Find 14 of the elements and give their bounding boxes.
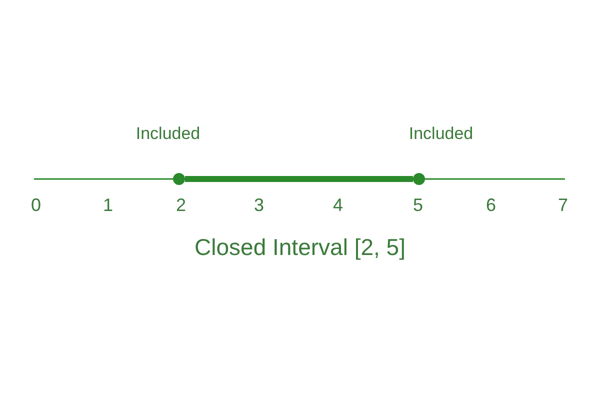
tick-number: 6	[486, 194, 496, 216]
tick-number: 4	[333, 194, 343, 216]
tick-number: 7	[558, 194, 568, 216]
tick-number: 5	[413, 194, 423, 216]
endpoint-note: Included	[136, 124, 200, 144]
tick-number: 2	[176, 194, 186, 216]
endpoint-dot	[413, 173, 425, 185]
interval-caption: Closed Interval [2, 5]	[194, 233, 406, 261]
tick-number: 1	[103, 194, 113, 216]
interval-segment	[185, 176, 413, 182]
endpoint-dot	[173, 173, 185, 185]
tick-number: 3	[254, 194, 264, 216]
tick-number: 0	[31, 194, 41, 216]
endpoint-note: Included	[408, 124, 474, 144]
